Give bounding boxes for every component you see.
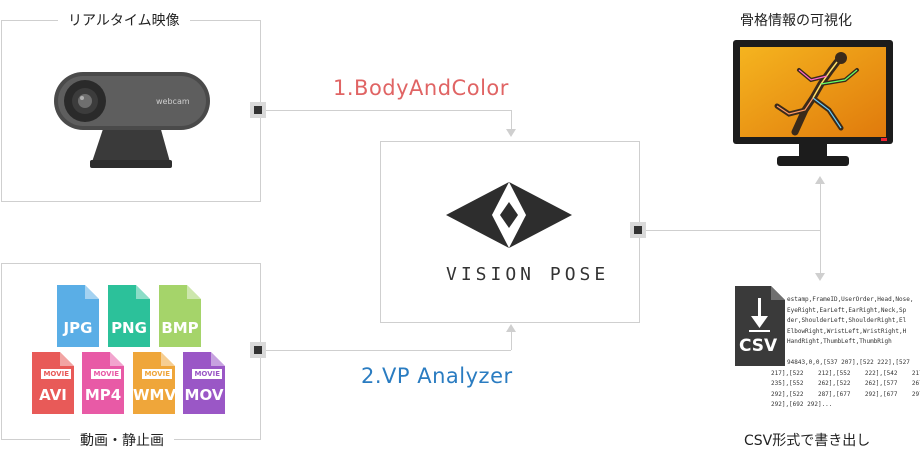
visionpose-output-port — [630, 222, 646, 238]
file-wmv-icon: MOVIE WMV — [133, 352, 177, 414]
csv-line: 94843,0,0,[537 207],[522 222],[527 — [787, 359, 910, 366]
movie-tag: MOVIE — [41, 369, 71, 379]
webcam-icon: webcam — [52, 70, 212, 180]
file-bmp-icon: BMP — [159, 285, 201, 347]
csv-label: CSV形式で書き出し — [744, 430, 871, 450]
webcam-brand: webcam — [156, 97, 190, 106]
file-mov-icon: MOVIE MOV — [183, 352, 225, 414]
file-extension: MP4 — [84, 386, 122, 404]
csv-line: der,ShoulderLeft,ShoulderRight,El — [787, 317, 907, 324]
realtime-label: リアルタイム映像 — [58, 10, 190, 30]
media-output-port — [250, 342, 266, 358]
movie-tag: MOVIE — [192, 369, 222, 379]
csv-line: 217],[522 212],[552 222],[542 217],[545 — [771, 369, 920, 377]
csv-line: 292],[522 287],[677 292],[677 297],[447 — [771, 390, 920, 398]
connector-right-horizontal — [646, 230, 820, 231]
realtime-output-port — [250, 102, 266, 118]
connector-bottom-vertical — [511, 332, 512, 350]
csv-document: estamp,FrameID,UserOrder,Head,Nose, EyeRi… — [735, 286, 920, 416]
file-jpg-icon: JPG — [57, 285, 99, 347]
file-avi-icon: MOVIE AVI — [32, 352, 74, 414]
file-extension: MOV — [184, 386, 224, 404]
visionpose-logo-icon — [446, 178, 572, 252]
connector-top-vertical — [511, 110, 512, 130]
media-label: 動画・静止画 — [70, 430, 174, 450]
arrow-down-icon — [506, 129, 516, 137]
csv-line: ElbowRight,WristLeft,WristRight,H — [787, 327, 907, 335]
product-name: VISION POSE — [446, 264, 610, 285]
connector-top-horizontal — [266, 110, 511, 111]
file-extension: PNG — [111, 319, 147, 337]
file-extension: BMP — [161, 319, 199, 337]
connector-bottom-horizontal — [266, 350, 511, 351]
csv-line: 235],[552 262],[522 262],[577 267],[497 — [771, 380, 920, 387]
arrow-up-monitor-icon — [815, 176, 825, 184]
file-extension: AVI — [39, 386, 67, 404]
arrow-up-icon — [506, 324, 516, 332]
flow-label-body-and-color: 1.BodyAndColor — [333, 76, 509, 100]
csv-badge: CSV — [739, 336, 778, 356]
csv-line: HandRight,ThumbLeft,ThumbRigh — [787, 338, 892, 345]
connector-right-vertical-down — [820, 230, 821, 274]
file-mp4-icon: MOVIE MP4 — [82, 352, 124, 414]
file-extension: JPG — [63, 319, 93, 337]
file-png-icon: PNG — [108, 285, 150, 347]
file-extension: WMV — [133, 386, 177, 404]
csv-line: estamp,FrameID,UserOrder,Head,Nose, — [787, 296, 914, 303]
csv-file-icon: CSV — [735, 286, 785, 366]
flow-label-vp-analyzer: 2.VP Analyzer — [361, 364, 513, 388]
arrow-down-csv-icon — [815, 273, 825, 281]
monitor-icon — [733, 40, 893, 170]
movie-tag: MOVIE — [142, 369, 172, 379]
visualize-label: 骨格情報の可視化 — [740, 10, 852, 30]
csv-line: 292],[692 292]... — [771, 401, 833, 408]
connector-right-vertical-up — [820, 184, 821, 230]
movie-tag: MOVIE — [91, 369, 121, 379]
csv-line: EyeRight,EarLeft,EarRight,Neck,Sp — [787, 306, 907, 314]
